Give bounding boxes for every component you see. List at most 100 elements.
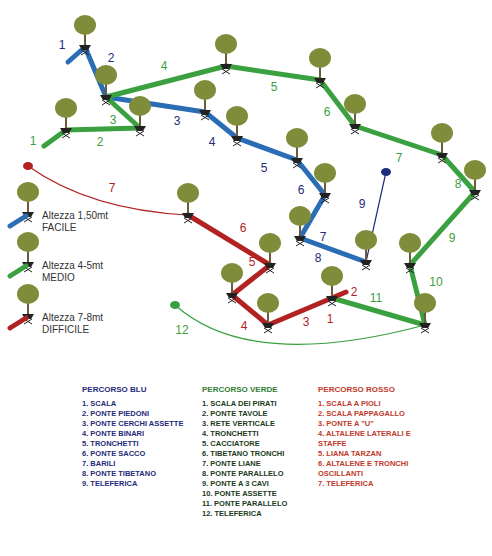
legend-text: Altezza 4-5mt MEDIO bbox=[42, 260, 122, 284]
callout-number: 2 bbox=[97, 136, 104, 148]
callout-number: 4 bbox=[241, 320, 248, 332]
list-heading: PERCORSO VERDE bbox=[202, 385, 314, 395]
tree-icon bbox=[399, 233, 421, 273]
tree-icon bbox=[344, 94, 366, 134]
callout-number: 6 bbox=[240, 222, 247, 234]
list-item: 6. ALTALENE E TRONCHI OSCILLANTI bbox=[318, 459, 438, 479]
callout-number: 4 bbox=[161, 60, 168, 72]
legend-swatch bbox=[10, 266, 26, 276]
zipline bbox=[28, 166, 188, 215]
list-item: 7. BARILI bbox=[82, 459, 198, 469]
callout-number: 5 bbox=[249, 256, 256, 268]
list-item: 5. LIANA TARZAN bbox=[318, 449, 438, 459]
route-segment bbox=[355, 126, 442, 155]
route-list: PERCORSO BLU 1. SCALA2. PONTE PIEDONI3. P… bbox=[82, 385, 198, 489]
tree-icon bbox=[226, 106, 248, 146]
zipline-end bbox=[23, 162, 33, 170]
list-item: 7. TELEFERICA bbox=[318, 479, 438, 489]
tree-icon bbox=[215, 34, 237, 74]
legend-swatch bbox=[10, 216, 26, 226]
list-item: 6. PONTE SACCO bbox=[82, 449, 198, 459]
route-segment bbox=[188, 215, 270, 265]
callout-number: 11 bbox=[370, 292, 382, 304]
callout-number: 5 bbox=[271, 81, 278, 93]
callout-number: 9 bbox=[449, 232, 456, 244]
tree-icon bbox=[55, 98, 77, 138]
route-list: PERCORSO VERDE 1. SCALA DEI PIRATI2. PONT… bbox=[202, 385, 314, 519]
list-item: 5. CACCIATORE bbox=[202, 439, 314, 449]
tree-icon bbox=[464, 160, 486, 200]
callout-number: 3 bbox=[303, 316, 310, 328]
list-item: 8. PONTE PARALLELO bbox=[202, 469, 314, 479]
callout-number: 4 bbox=[209, 136, 216, 148]
list-heading: PERCORSO BLU bbox=[82, 385, 198, 395]
callout-number: 6 bbox=[324, 106, 331, 118]
list-item: 5. TRONCHETTI bbox=[82, 439, 198, 449]
tree-icon bbox=[355, 230, 377, 270]
callout-number: 3 bbox=[174, 115, 181, 127]
tree-icon bbox=[257, 293, 279, 333]
tree-icon bbox=[414, 293, 436, 333]
route-list: PERCORSO ROSSO 1. SCALA A PIOLI2. SCALA P… bbox=[318, 385, 438, 489]
list-item: 7. PONTE LIANE bbox=[202, 459, 314, 469]
tree-icon bbox=[221, 263, 243, 303]
list-item: 11. PONTE PARALLELO bbox=[202, 499, 314, 509]
callout-number: 6 bbox=[298, 184, 305, 196]
callout-number: 8 bbox=[315, 252, 322, 264]
list-item: 1. SCALA bbox=[82, 399, 198, 409]
tree-icon bbox=[95, 65, 117, 105]
legend-text: Altezza 1,50mt FACILE bbox=[42, 210, 122, 234]
list-item: 9. PONTE A 3 CAVI bbox=[202, 479, 314, 489]
tree-icon bbox=[74, 15, 96, 55]
callout-number: 5 bbox=[261, 162, 268, 174]
callout-number: 9 bbox=[359, 198, 366, 210]
list-heading: PERCORSO ROSSO bbox=[318, 385, 438, 395]
tree-icon bbox=[194, 80, 216, 120]
list-item: 2. PONTE TAVOLE bbox=[202, 409, 314, 419]
list-item: 3. PONTE CERCHI ASSETTE bbox=[82, 419, 198, 429]
zipline-end bbox=[381, 168, 391, 176]
route-segment bbox=[410, 192, 475, 265]
list-item: 2. SCALA PAPPAGALLO bbox=[318, 409, 438, 419]
callout-number: 1 bbox=[30, 135, 37, 147]
list-item: 3. RETE VERTICALE bbox=[202, 419, 314, 429]
zipline-end bbox=[170, 301, 180, 309]
route-segment bbox=[226, 66, 320, 80]
legend-text: Altezza 7-8mt DIFFICILE bbox=[42, 312, 122, 336]
callout-number: 10 bbox=[429, 276, 442, 288]
list-item: 6. TIBETANO TRONCHI bbox=[202, 449, 314, 459]
callout-number: 3 bbox=[110, 114, 117, 126]
callout-number: 7 bbox=[396, 152, 403, 164]
list-item: 2. PONTE PIEDONI bbox=[82, 409, 198, 419]
list-item: 3. PONTE A "U" bbox=[318, 419, 438, 429]
list-item: 12. TELEFERICA bbox=[202, 509, 314, 519]
tree-icon bbox=[286, 128, 308, 168]
callout-number: 8 bbox=[455, 178, 462, 190]
list-item: 9. TELEFERICA bbox=[82, 479, 198, 489]
callout-number: 7 bbox=[109, 182, 116, 194]
tree-icon bbox=[431, 123, 453, 163]
callout-number: 1 bbox=[327, 313, 334, 325]
list-item: 4. PONTE BINARI bbox=[82, 429, 198, 439]
tree-icon bbox=[289, 206, 311, 246]
callout-number: 12 bbox=[175, 324, 188, 336]
list-item: 4. ALTALENE LATERALI E STAFFE bbox=[318, 429, 438, 449]
tree-icon bbox=[259, 233, 281, 273]
callout-number: 2 bbox=[108, 52, 115, 64]
callout-number: 1 bbox=[59, 39, 66, 51]
list-item: 1. SCALA A PIOLI bbox=[318, 399, 438, 409]
tree-icon bbox=[129, 96, 151, 136]
list-item: 1. SCALA DEI PIRATI bbox=[202, 399, 314, 409]
tree-icon bbox=[177, 183, 199, 223]
list-item: 10. PONTE ASSETTE bbox=[202, 489, 314, 499]
callout-number: 2 bbox=[351, 286, 358, 298]
legend-swatch bbox=[10, 318, 26, 328]
tree-icon bbox=[314, 163, 336, 203]
list-item: 8. PONTE TIBETANO bbox=[82, 469, 198, 479]
tree-icon bbox=[309, 48, 331, 88]
list-item: 4. TRONCHETTI bbox=[202, 429, 314, 439]
tree-icon bbox=[321, 266, 343, 306]
callout-number: 7 bbox=[320, 231, 327, 243]
route-segment bbox=[66, 128, 140, 130]
